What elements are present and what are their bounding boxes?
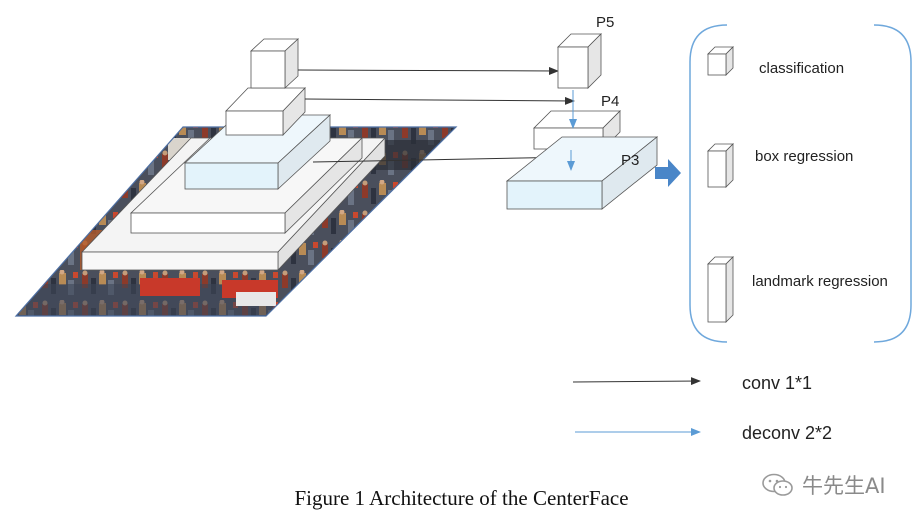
box-regression-head-block [707,143,734,188]
watermark-text: 牛先生AI [802,474,886,498]
backbone-layer-5 [249,38,300,89]
lateral-connections [297,66,577,163]
lateral-arrow-p4 [304,96,575,105]
landmark-regression-label: landmark regression [752,273,888,290]
p3-label: P3 [621,152,639,169]
backbone-pyramid [81,38,386,272]
legend-deconv-label: deconv 2*2 [742,423,832,443]
classification-head-block [707,46,734,76]
p5-label: P5 [596,14,614,31]
legend-conv-label: conv 1*1 [742,373,812,393]
landmark-regression-head-block [707,256,734,323]
p4-label: P4 [601,93,619,110]
p3-block [505,136,659,210]
box-regression-label: box regression [755,148,853,165]
lateral-arrow-p3 [312,153,577,163]
watermark: 牛先生AI [760,470,920,500]
legend-conv-arrow [572,377,701,386]
classification-label: classification [759,60,844,77]
wechat-icon [762,473,793,496]
lateral-arrow-p5 [297,66,559,75]
p5-block [557,33,602,89]
figure-caption: Figure 1 Architecture of the CenterFace [294,486,629,510]
heads-bracket-right [873,24,912,343]
legend: conv 1*1 deconv 2*2 [572,373,832,443]
backbone-layer-4 [225,87,306,136]
fpn-pyramid [505,33,659,210]
backbone-layer-3 [183,114,332,190]
output-arrow [655,159,681,187]
heads-bracket-left [689,24,728,343]
